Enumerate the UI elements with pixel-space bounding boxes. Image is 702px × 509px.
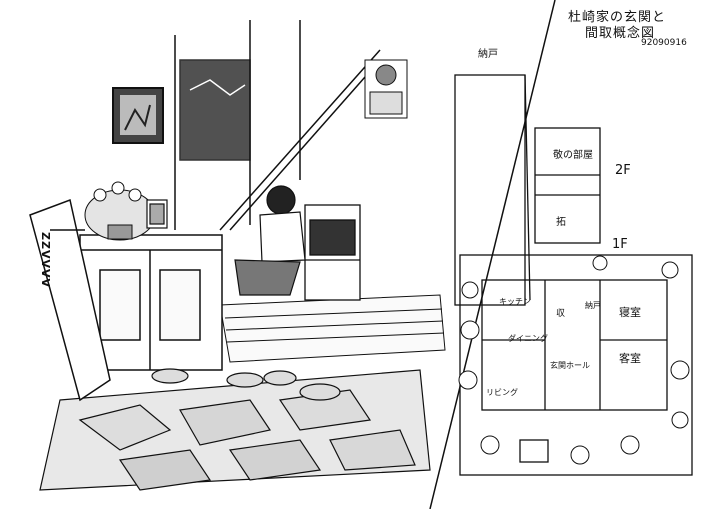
wall-picture <box>112 87 164 144</box>
staircase <box>174 20 381 231</box>
room-label-guest: 客室 <box>619 352 641 365</box>
golf-bag <box>29 198 111 402</box>
wooden-floor <box>219 294 446 363</box>
room-label-closet: 納戸 <box>585 301 601 310</box>
title-line2: 間取概念図 <box>585 26 656 41</box>
wall-calendar <box>364 59 408 119</box>
title-line1: 杜崎家の玄関と <box>568 10 667 25</box>
room-label-kitchen: キッチン <box>499 297 531 306</box>
room-label-brother: 拓 <box>556 217 566 228</box>
storage-label: 納戸 <box>478 49 498 60</box>
room-label-bedroom: 寝室 <box>619 306 641 319</box>
floorplan-1f <box>459 254 693 476</box>
floor-1f-label: 1F <box>612 237 628 252</box>
flower-vase <box>84 181 156 241</box>
room-label-dining: ダイニング <box>508 334 548 343</box>
stone-floor <box>39 369 431 491</box>
storage-door <box>454 74 531 306</box>
room-label-hall: 玄関ホール <box>550 361 590 370</box>
shelf <box>304 204 361 301</box>
room-label-living: リビング <box>486 388 518 397</box>
golf-bag-text: ZZVVVV <box>39 232 52 289</box>
floorplan-2f <box>534 127 601 244</box>
room-label-tsubasa: 敬の部屋 <box>553 150 593 161</box>
garden-trees <box>458 255 690 465</box>
seated-boy <box>234 185 306 296</box>
shoe-cabinet <box>79 234 223 371</box>
floor-2f-label: 2F <box>615 163 631 178</box>
photo-frame <box>146 199 168 229</box>
shoes <box>151 368 341 401</box>
date-code: 92090916 <box>641 38 687 48</box>
room-label-storage: 収 <box>556 309 566 319</box>
